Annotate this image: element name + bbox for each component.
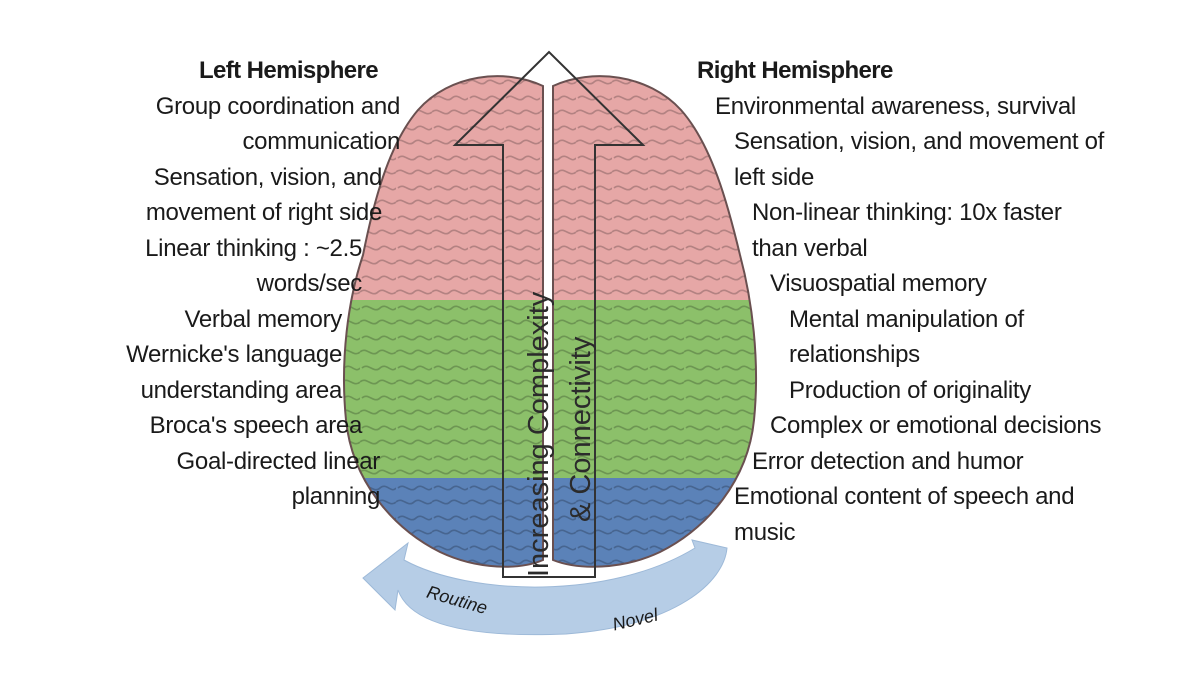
right-hemisphere-heading: Right Hemisphere bbox=[697, 57, 893, 84]
right-line: than verbal bbox=[752, 234, 868, 262]
right-line: Emotional content of speech and bbox=[734, 483, 1075, 510]
left-hemisphere-heading: Left Hemisphere bbox=[198, 57, 379, 84]
complexity-up-arrow bbox=[452, 50, 646, 578]
right-line: Non-linear thinking: 10x faster bbox=[752, 199, 1062, 226]
right-hemisphere-outline bbox=[552, 75, 758, 568]
right-hemisphere-column: Right Hemisphere Environmental awareness… bbox=[697, 53, 1104, 550]
left-line: communication bbox=[242, 128, 400, 155]
left-line: Broca's speech area bbox=[149, 412, 363, 439]
left-line: planning bbox=[291, 483, 381, 510]
left-line: Linear thinking : ~2.5 bbox=[145, 234, 362, 262]
left-line: Goal-directed linear bbox=[176, 447, 381, 475]
left-hemisphere-outline bbox=[342, 75, 544, 568]
right-line: relationships bbox=[789, 341, 920, 368]
right-line: music bbox=[734, 518, 796, 546]
routine-novel-curved-arrow bbox=[362, 539, 728, 636]
right-line: Complex or emotional decisions bbox=[770, 412, 1102, 439]
left-line: words/sec bbox=[256, 270, 363, 297]
right-line: Error detection and humor bbox=[752, 447, 1024, 475]
right-line: Production of originality bbox=[789, 376, 1031, 404]
left-line: Verbal memory bbox=[184, 305, 343, 333]
right-line: Sensation, vision, and movement of bbox=[734, 128, 1105, 155]
right-line: left side bbox=[734, 163, 815, 191]
arrow-label-connectivity: & Connectivity bbox=[565, 336, 597, 522]
left-hemisphere-column: Left Hemisphere Group coordination and c… bbox=[126, 53, 400, 515]
left-line: Sensation, vision, and bbox=[153, 163, 383, 191]
left-line: understanding area bbox=[140, 376, 343, 404]
arrow-label-complexity: Increasing Complexity bbox=[523, 291, 555, 577]
left-line: Group coordination and bbox=[155, 92, 401, 120]
left-hemisphere-shape bbox=[343, 76, 543, 567]
right-line: Mental manipulation of bbox=[789, 305, 1024, 333]
left-line: movement of right side bbox=[145, 199, 382, 226]
left-line: Wernicke's language bbox=[126, 341, 342, 368]
right-line: Visuospatial memory bbox=[770, 270, 987, 297]
right-line: Environmental awareness, survival bbox=[715, 92, 1076, 120]
